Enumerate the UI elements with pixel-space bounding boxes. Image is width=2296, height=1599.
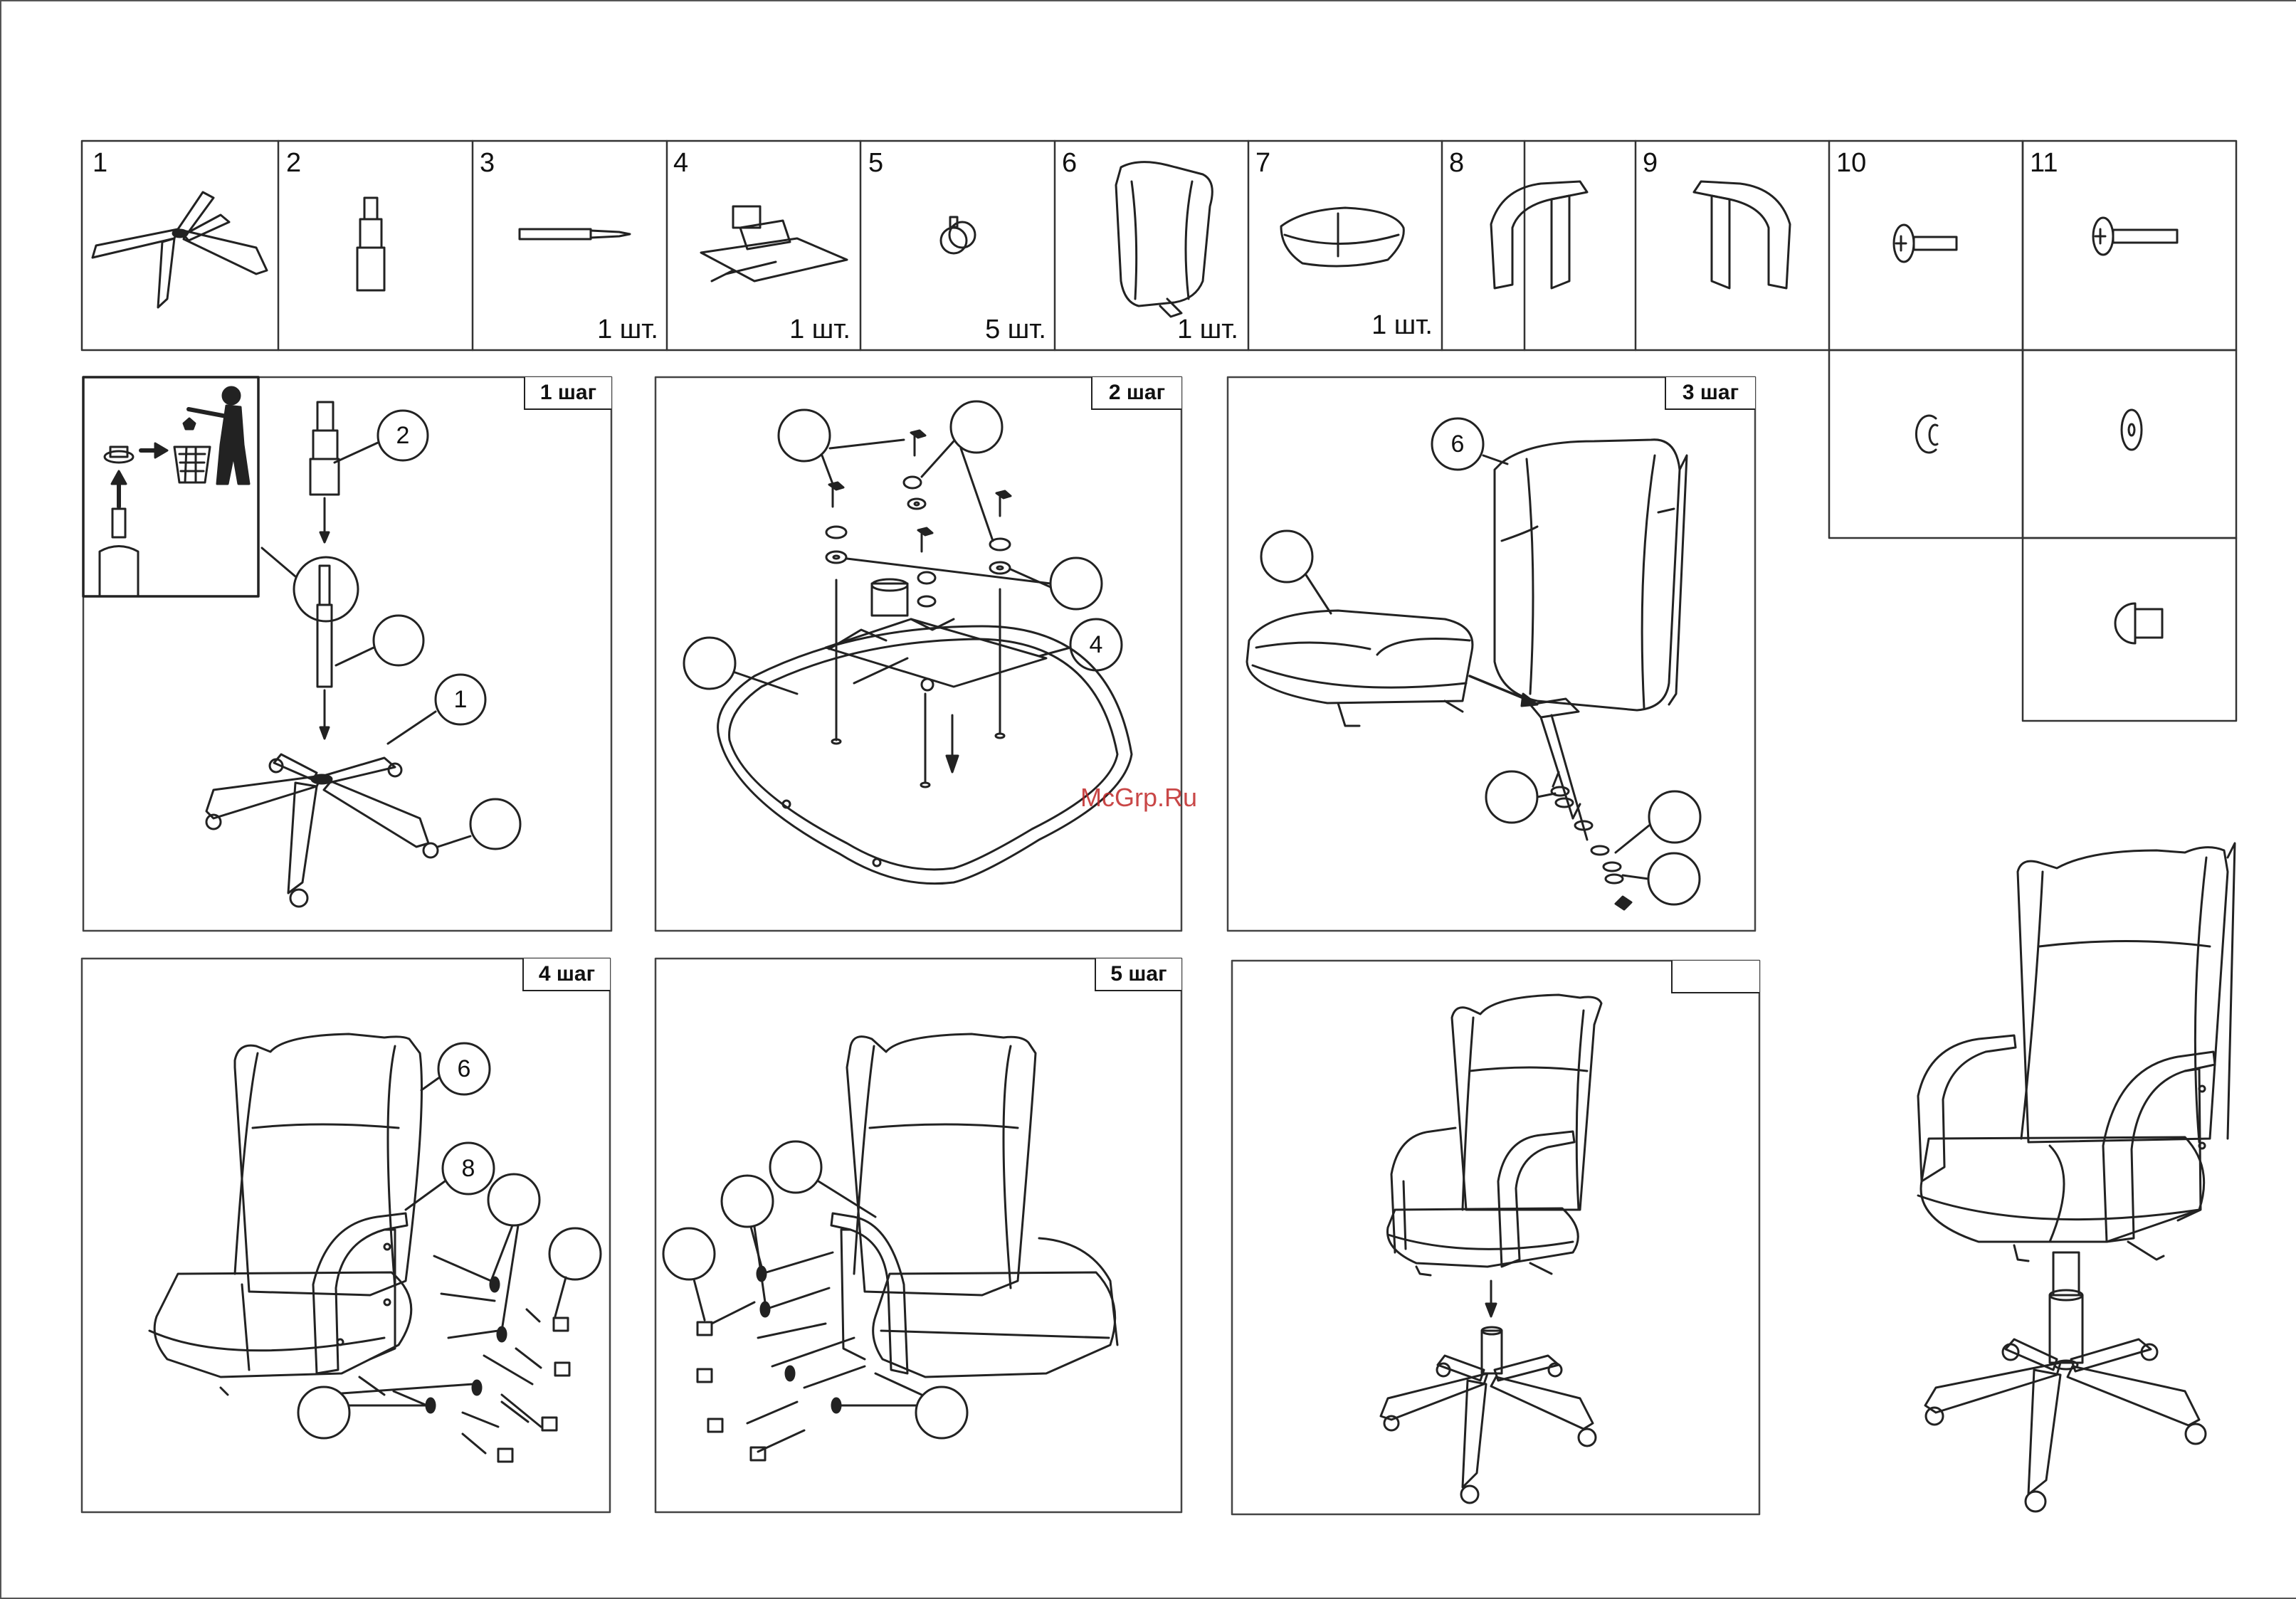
step3-drawing: [1247, 418, 1700, 909]
part-quantity: 1 шт.: [1315, 312, 1433, 339]
part-10-short-bolt-icon: [1894, 225, 1957, 262]
part-number: 3: [480, 149, 495, 176]
callout-label: 6: [443, 1057, 485, 1081]
callout-label: 2: [381, 423, 424, 448]
flat-washer-icon: [2122, 410, 2142, 450]
callout-label: 1: [439, 687, 482, 712]
step4-drawing: [149, 1034, 601, 1462]
part-quantity: 5 шт.: [929, 316, 1046, 343]
step-tab-3: 3 шаг: [1665, 377, 1755, 410]
part-number: 9: [1643, 149, 1658, 176]
part-quantity: 1 шт.: [541, 316, 658, 343]
step-tab-2: 2 шаг: [1091, 377, 1181, 410]
part-1-base-icon: [93, 192, 267, 307]
cap-nut-icon: [2115, 603, 2162, 643]
part-number: 1: [93, 149, 107, 176]
part-4-mechanism-icon: [701, 206, 847, 281]
watermark: McGrp.Ru: [1080, 783, 1197, 813]
part-number: 11: [2030, 149, 2058, 176]
part-number: 8: [1449, 149, 1464, 176]
final-chair-drawing: [1918, 843, 2235, 1511]
part-3-pin-icon: [520, 229, 630, 239]
part-2-gas-lift-icon: [357, 198, 384, 290]
callout-label: 8: [447, 1156, 490, 1181]
part-6-backrest-icon: [1116, 162, 1212, 317]
step5-drawing: [663, 1034, 1117, 1460]
part-number: 5: [868, 149, 883, 176]
part-number: 10: [1836, 149, 1866, 176]
part-number: 7: [1255, 149, 1270, 176]
part-number: 6: [1062, 149, 1077, 176]
part-number: 2: [286, 149, 301, 176]
spring-washer-icon: [1916, 416, 1937, 453]
part-9-armrest-right-icon: [1694, 181, 1790, 288]
part-quantity: 1 шт.: [1121, 316, 1238, 343]
step-tab-6: [1671, 961, 1759, 993]
part-11-long-bolt-icon: [2093, 218, 2177, 255]
callout-label: 6: [1436, 432, 1479, 456]
step-tab-1: 1 шаг: [524, 377, 611, 410]
step-tab-4: 4 шаг: [522, 959, 610, 991]
part-5-caster-icon: [941, 217, 975, 253]
part-8-armrest-left-icon: [1491, 181, 1587, 288]
part-7-seat-icon: [1281, 208, 1404, 266]
step2-drawing: [684, 401, 1132, 884]
step1-drawing: [83, 377, 520, 907]
callout-label: 4: [1075, 633, 1117, 657]
step-tab-5: 5 шаг: [1095, 959, 1181, 991]
step6-drawing: [1381, 995, 1601, 1503]
part-number: 4: [673, 149, 688, 176]
part-quantity: 1 шт.: [733, 316, 851, 343]
